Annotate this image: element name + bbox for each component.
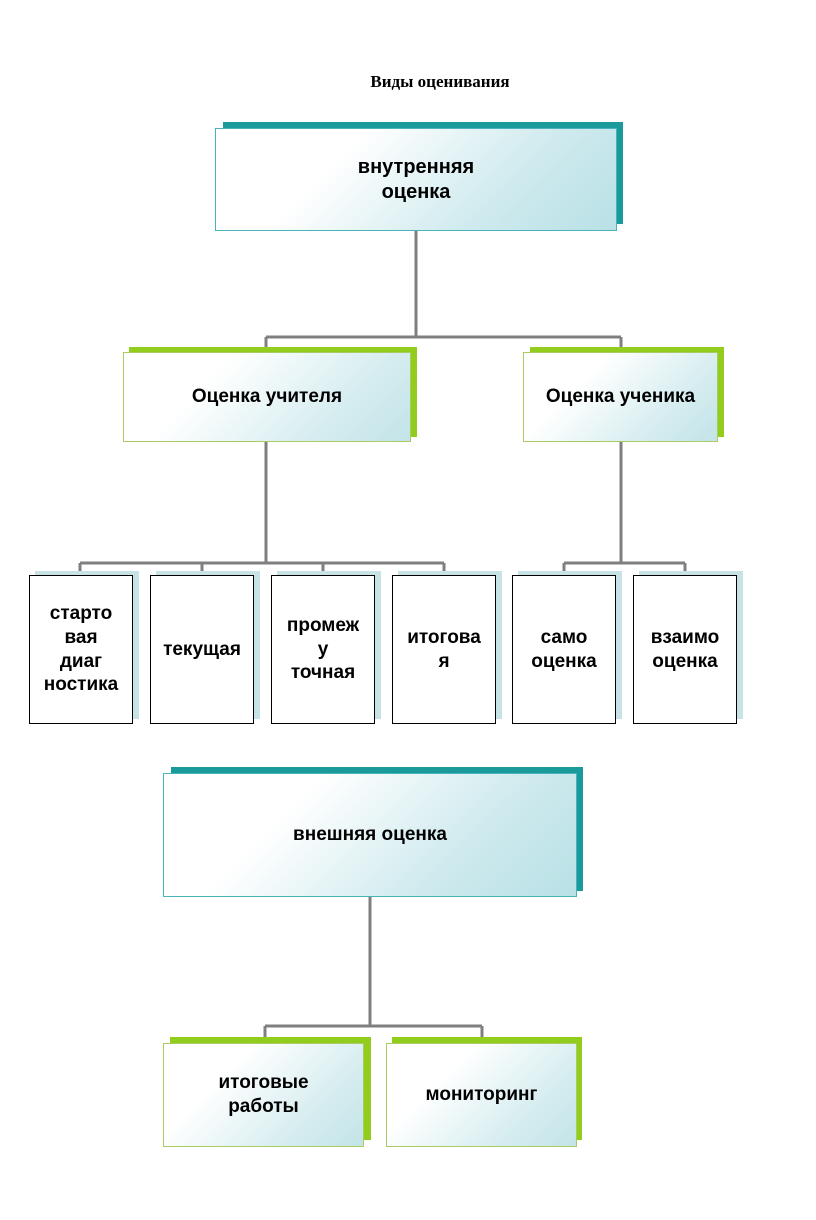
node-initial-diagnostics-label: старто вая диаг ностика [43,603,119,696]
node-initial-diagnostics: старто вая диаг ностика [29,575,133,724]
node-self-assessment-label: само оценка [531,626,597,672]
node-current-label: текущая [163,638,241,660]
node-teacher-assessment: Оценка учителя [123,352,411,442]
node-internal-assessment: внутренняя оценка [215,128,617,231]
node-student-assessment: Оценка ученика [523,352,718,442]
node-monitoring-label: мониторинг [425,1084,538,1106]
node-student-assessment-label: Оценка ученика [545,386,696,408]
node-intermediate: промеж у точная [271,575,375,724]
node-external-assessment: внешняя оценка [163,773,577,897]
node-final-works: итоговые работы [163,1043,364,1147]
node-intermediate-label: промеж у точная [286,614,360,684]
node-current: текущая [150,575,254,724]
node-peer-assessment: взаимо оценка [633,575,737,724]
node-external-assessment-label: внешняя оценка [293,824,447,846]
node-peer-assessment-label: взаимо оценка [650,626,720,672]
node-final-label: итогова я [407,626,481,672]
node-final-works-label: итоговые работы [218,1072,309,1117]
diagram-title: Виды оценивания [370,72,510,91]
node-internal-assessment-label: внутренняя оценка [357,155,475,203]
node-monitoring: мониторинг [386,1043,577,1147]
node-teacher-assessment-label: Оценка учителя [191,386,343,408]
node-final: итогова я [392,575,496,724]
node-self-assessment: само оценка [512,575,616,724]
